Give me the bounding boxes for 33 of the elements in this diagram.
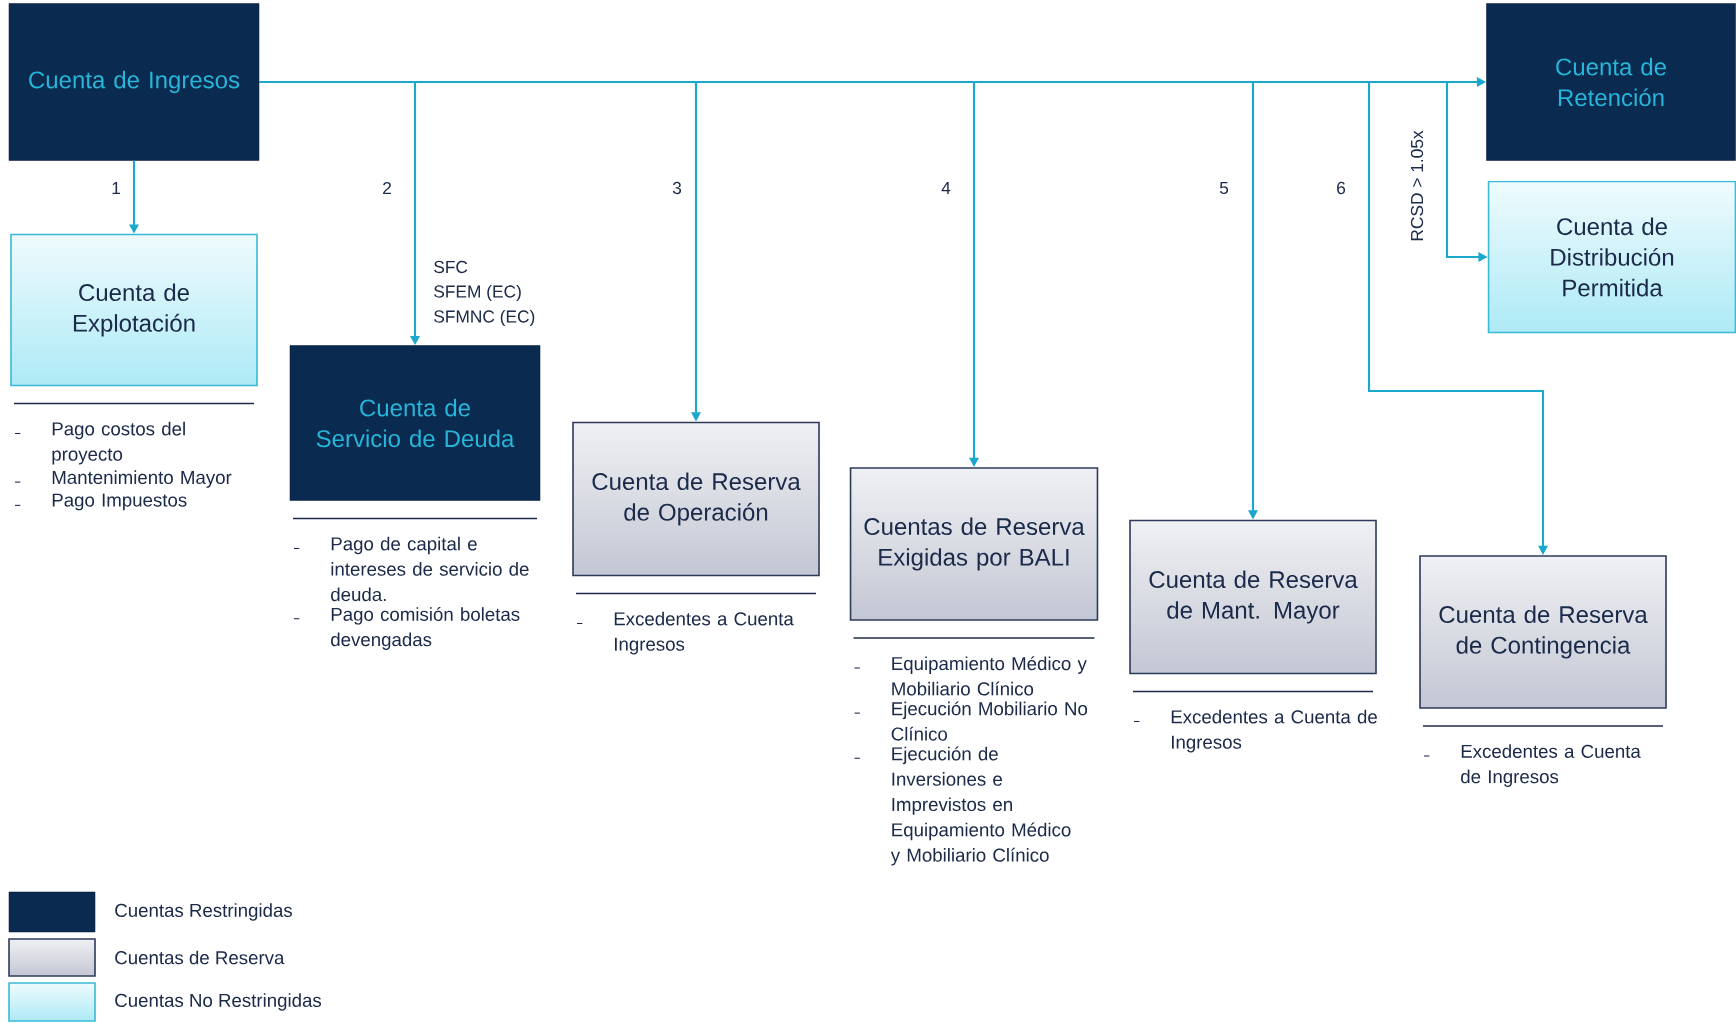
list-item: Ejecución de Inversiones e Imprevistos en Equipamiento Médico y Mobiliario Clínico bbox=[890, 746, 1071, 866]
edge-label: 1 bbox=[112, 182, 120, 194]
list-item: Excedentes a Cuenta de Ingresos bbox=[1171, 709, 1377, 753]
edge-label: 6 bbox=[1337, 181, 1346, 195]
label: SFMNC (EC) bbox=[434, 309, 535, 327]
list-item: Excedentes a Cuenta Ingresos bbox=[614, 611, 794, 655]
edge-label: 4 bbox=[941, 182, 951, 194]
list-item: Excedentes a Cuenta de Ingresos bbox=[1461, 744, 1641, 787]
list-item: Mantenimiento Mayor bbox=[52, 470, 232, 488]
account-box: Cuenta de Ingresos bbox=[8, 3, 260, 161]
account-box: Cuenta de Servicio de Deuda bbox=[289, 345, 541, 501]
account-box: Cuenta de Explotación bbox=[10, 233, 258, 387]
list-item: Ejecución Mobiliario No Clínico bbox=[891, 701, 1088, 741]
legend-label: Cuentas de Reserva bbox=[115, 950, 285, 965]
account-box: Cuenta de Reserva de Mant. Mayor bbox=[1129, 519, 1377, 675]
account-box: Cuenta de Reserva de Operación bbox=[572, 421, 820, 577]
list-item: Pago de capital e intereses de servicio de deuda. bbox=[331, 536, 529, 602]
list-item: Pago comisión boletas devengadas bbox=[331, 607, 520, 650]
list-item: Equipamiento Médico y Mobiliario Clínico bbox=[892, 656, 1087, 696]
account-box: Cuenta de Retención bbox=[1486, 3, 1736, 161]
account-box: Cuenta de Distribución Permitida bbox=[1487, 180, 1736, 334]
list-item: Pago Impuestos bbox=[52, 493, 187, 511]
edge-label: RCSD > 1.05x bbox=[1410, 130, 1424, 241]
label: SFEM (EC) bbox=[434, 284, 521, 302]
edge-label: 3 bbox=[672, 181, 682, 195]
legend-label: Cuentas No Restringidas bbox=[115, 993, 322, 1011]
edge-label: 5 bbox=[1219, 181, 1229, 195]
list-item: Pago costos del proyecto bbox=[52, 421, 185, 465]
label: SFC bbox=[434, 260, 468, 274]
edge-label: 2 bbox=[383, 181, 391, 195]
account-box: Cuentas de Reserva Exigidas por BALI bbox=[849, 467, 1099, 621]
legend-label: Cuentas Restringidas bbox=[115, 903, 292, 921]
account-box: Cuenta de Reserva de Contingencia bbox=[1419, 555, 1667, 709]
